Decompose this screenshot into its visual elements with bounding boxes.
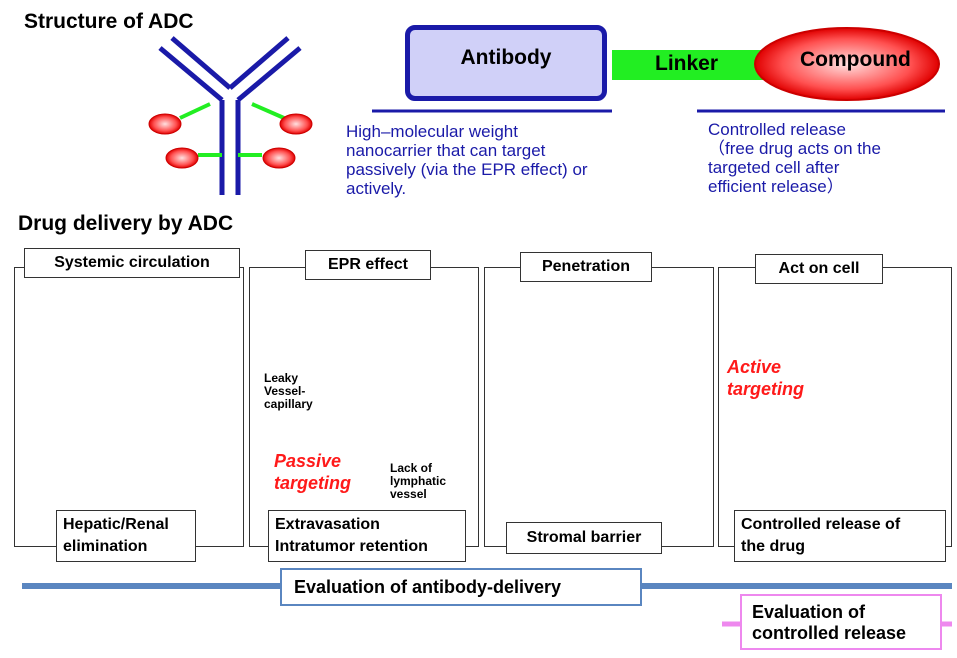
structure-title: Structure of ADC bbox=[24, 10, 194, 33]
footer-stromal-barrier: Stromal barrier bbox=[506, 522, 662, 554]
eval-controlled-release: Evaluation of controlled release bbox=[740, 594, 942, 650]
panel-penetration bbox=[484, 267, 714, 547]
compound-description: Controlled release （free drug acts on th… bbox=[708, 120, 881, 196]
eval-antibody-delivery: Evaluation of antibody-delivery bbox=[280, 568, 642, 606]
linker-label: Linker bbox=[655, 52, 719, 75]
panel-epr-effect bbox=[249, 267, 479, 547]
header-systemic-circulation: Systemic circulation bbox=[24, 248, 240, 278]
antibody-illustration bbox=[148, 36, 313, 195]
antibody-box: Antibody bbox=[405, 25, 607, 101]
linker-bar bbox=[612, 50, 772, 80]
panel-act-on-cell bbox=[718, 267, 952, 547]
antibody-label: Antibody bbox=[460, 46, 552, 69]
compound-ellipse bbox=[754, 27, 940, 101]
header-act-on-cell: Act on cell bbox=[755, 254, 883, 284]
panel-systemic-circulation bbox=[14, 267, 244, 547]
header-epr-effect: EPR effect bbox=[305, 250, 431, 280]
delivery-title: Drug delivery by ADC bbox=[18, 212, 234, 235]
antibody-description: High–molecular weight nanocarrier that c… bbox=[346, 122, 588, 198]
compound-label: Compound bbox=[800, 48, 911, 71]
header-penetration: Penetration bbox=[520, 252, 652, 282]
